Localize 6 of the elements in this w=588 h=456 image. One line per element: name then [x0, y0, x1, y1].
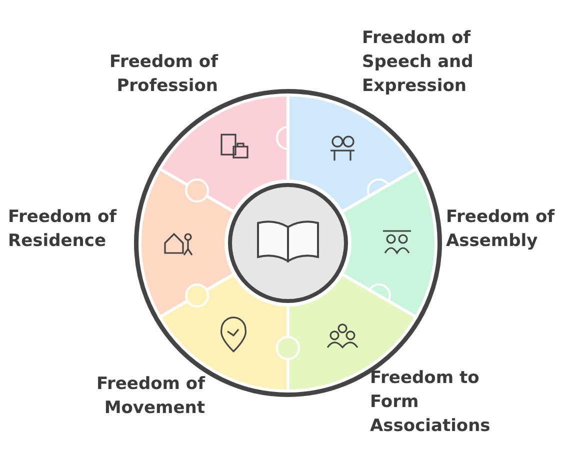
segment-label: Freedom of Movement [80, 372, 205, 420]
segment-label: Freedom of Speech and Expression [362, 26, 492, 98]
segment-label: Freedom to Form Associations [370, 366, 510, 438]
segment-label: Freedom of Residence [8, 205, 133, 253]
segment-label: Freedom of Assembly [446, 205, 571, 253]
segment-label: Freedom of Profession [88, 50, 218, 98]
